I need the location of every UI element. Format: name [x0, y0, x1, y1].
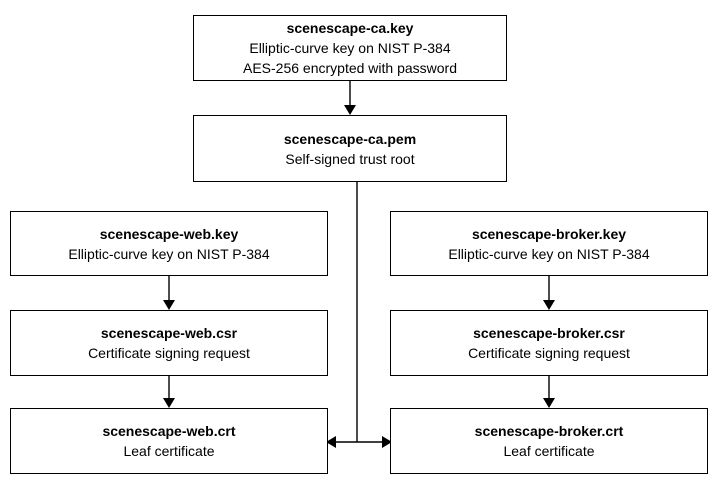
node-web-key: scenescape-web.key Elliptic-curve key on… — [10, 211, 328, 276]
node-web-csr-desc-1: Certificate signing request — [88, 345, 250, 361]
node-ca-key: scenescape-ca.key Elliptic-curve key on … — [193, 15, 507, 81]
node-broker-csr-desc-1: Certificate signing request — [468, 345, 630, 361]
node-web-csr-title: scenescape-web.csr — [100, 325, 238, 341]
edge-broker-key-to-broker-csr — [543, 276, 555, 310]
edge-broker-csr-to-broker-crt — [543, 376, 555, 408]
arrowhead-down-icon — [543, 300, 555, 310]
arrowhead-right-icon — [382, 436, 392, 448]
node-broker-crt: scenescape-broker.crt Leaf certificate — [390, 408, 708, 474]
edge-web-csr-to-web-crt — [163, 376, 175, 408]
arrowhead-down-icon — [344, 105, 356, 115]
node-web-key-desc-1: Elliptic-curve key on NIST P-384 — [68, 245, 270, 262]
node-broker-crt-desc-1: Leaf certificate — [503, 443, 595, 459]
edge-ca-key-to-ca-pem — [344, 81, 356, 115]
node-broker-key-title: scenescape-broker.key — [471, 225, 627, 242]
node-broker-crt-title: scenescape-broker.crt — [474, 423, 624, 439]
node-broker-csr: scenescape-broker.csr Certificate signin… — [390, 310, 708, 376]
node-ca-key-desc-2: AES-256 encrypted with password — [243, 60, 457, 76]
edge-trunk-to-crt-boxes — [326, 436, 392, 448]
node-web-csr: scenescape-web.csr Certificate signing r… — [10, 310, 328, 376]
node-ca-key-desc-1: Elliptic-curve key on NIST P-384 — [249, 40, 451, 56]
node-broker-csr-title: scenescape-broker.csr — [473, 325, 625, 341]
node-web-crt-desc-1: Leaf certificate — [123, 443, 215, 459]
node-broker-key: scenescape-broker.key Elliptic-curve key… — [390, 211, 708, 276]
node-web-crt: scenescape-web.crt Leaf certificate — [10, 408, 328, 474]
arrowhead-left-icon — [326, 436, 336, 448]
node-broker-key-desc-1: Elliptic-curve key on NIST P-384 — [448, 245, 650, 262]
arrowhead-down-icon — [163, 300, 175, 310]
node-ca-pem-title: scenescape-ca.pem — [283, 130, 417, 147]
node-web-key-title: scenescape-web.key — [99, 225, 239, 242]
edge-web-key-to-web-csr — [163, 276, 175, 310]
node-ca-pem-desc-1: Self-signed trust root — [285, 150, 415, 167]
arrowhead-down-icon — [163, 398, 175, 408]
node-web-crt-title: scenescape-web.crt — [102, 423, 236, 439]
arrowhead-down-icon — [543, 398, 555, 408]
node-ca-pem: scenescape-ca.pem Self-signed trust root — [193, 115, 507, 182]
node-ca-key-title: scenescape-ca.key — [286, 20, 414, 36]
